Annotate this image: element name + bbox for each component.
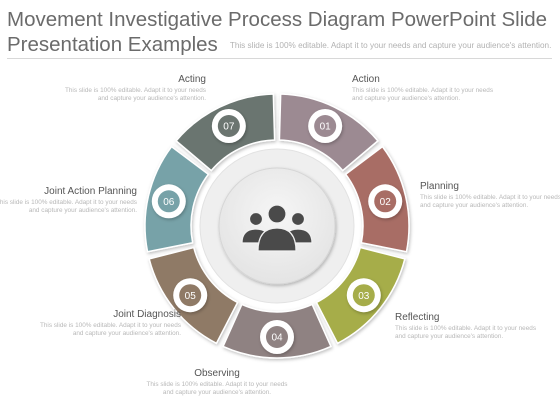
- segment-label-acting: Acting This slide is 100% editable. Adap…: [56, 74, 206, 102]
- step-badge-05: 05: [173, 278, 208, 313]
- label-title: Acting: [178, 74, 206, 85]
- step-number: 04: [271, 333, 283, 344]
- label-title: Action: [352, 74, 380, 85]
- label-description: This slide is 100% editable. Adapt it to…: [395, 325, 537, 340]
- segment-label-joint-diagnosis: Joint Diagnosis This slide is 100% edita…: [31, 309, 181, 337]
- center-circle: [218, 167, 336, 285]
- step-badge-03: 03: [346, 278, 381, 313]
- step-badge-02: 02: [368, 184, 403, 219]
- step-number: 06: [163, 197, 175, 208]
- step-badge-07: 07: [211, 108, 246, 143]
- label-description: This slide is 100% editable. Adapt it to…: [420, 194, 560, 209]
- label-title: Joint Action Planning: [44, 186, 137, 197]
- step-number: 05: [185, 291, 197, 302]
- slide-subtitle: This slide is 100% editable. Adapt it to…: [229, 41, 552, 50]
- step-number: 02: [380, 197, 392, 208]
- step-badge-04: 04: [260, 320, 294, 354]
- label-title: Observing: [194, 368, 240, 379]
- step-number: 03: [358, 291, 370, 302]
- label-title: Joint Diagnosis: [113, 309, 181, 320]
- segment-label-observing: Observing This slide is 100% editable. A…: [142, 368, 292, 396]
- label-description: This slide is 100% editable. Adapt it to…: [146, 381, 288, 396]
- label-description: This slide is 100% editable. Adapt it to…: [352, 87, 494, 102]
- step-number: 07: [223, 122, 235, 133]
- label-description: This slide is 100% editable. Adapt it to…: [0, 199, 137, 214]
- segment-label-planning: Planning This slide is 100% editable. Ad…: [420, 181, 560, 209]
- step-badge-06: 06: [151, 184, 186, 219]
- title-line-1: Movement Investigative Process Diagram P…: [7, 8, 548, 31]
- segment-label-joint-action-planning: Joint Action Planning This slide is 100%…: [0, 186, 137, 214]
- label-title: Planning: [420, 181, 459, 192]
- step-badge-01: 01: [308, 108, 343, 143]
- label-title: Reflecting: [395, 312, 440, 323]
- segment-label-action: Action This slide is 100% editable. Adap…: [352, 74, 502, 102]
- segment-label-reflecting: Reflecting This slide is 100% editable. …: [395, 312, 545, 340]
- user-group-icon: [241, 204, 313, 252]
- title-line-2: Presentation Examples: [7, 33, 218, 56]
- title-divider: [7, 58, 552, 59]
- slide-title: Movement Investigative Process Diagram P…: [7, 7, 552, 58]
- label-description: This slide is 100% editable. Adapt it to…: [39, 322, 181, 337]
- badges-layer: 01 02 03 04 05 06 07: [151, 108, 403, 354]
- label-description: This slide is 100% editable. Adapt it to…: [64, 87, 206, 102]
- step-number: 01: [320, 122, 332, 133]
